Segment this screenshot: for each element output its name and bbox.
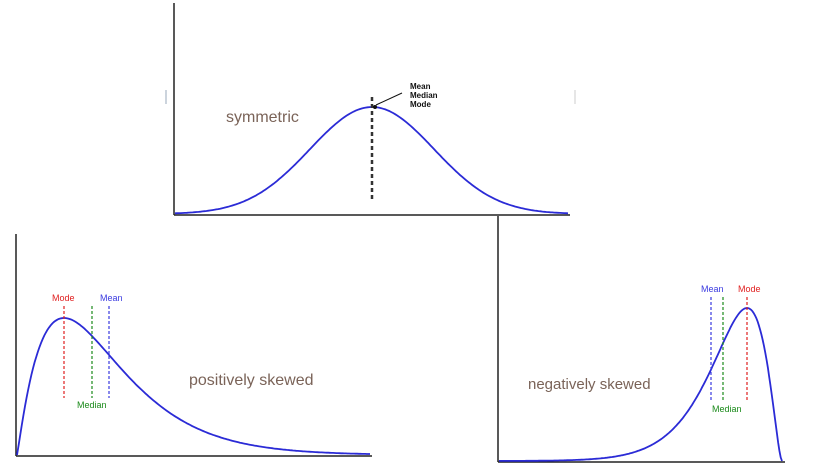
positive-title: positively skewed bbox=[189, 372, 314, 389]
positive-median-label: Median bbox=[77, 400, 107, 410]
symmetric-annotation-mode: Mode bbox=[410, 100, 431, 109]
negative-median-label: Median bbox=[712, 404, 742, 414]
positive-curve bbox=[16, 317, 370, 456]
symmetric-peak-dot bbox=[373, 105, 377, 109]
positive-mean-label: Mean bbox=[100, 293, 123, 303]
symmetric-annotation-median: Median bbox=[410, 91, 438, 100]
symmetric-title: symmetric bbox=[226, 109, 299, 126]
negative-panel: Mean Mode Median negatively skewed bbox=[497, 216, 785, 463]
positive-mode-label: Mode bbox=[52, 293, 75, 303]
symmetric-annotation-pointer bbox=[375, 92, 403, 106]
positive-panel: Mode Mean Median positively skewed bbox=[15, 234, 372, 457]
symmetric-annotation-mean: Mean bbox=[410, 82, 431, 91]
negative-title: negatively skewed bbox=[528, 376, 651, 393]
negative-curve bbox=[499, 307, 783, 462]
symmetric-panel: symmetric Mean Median Mode bbox=[165, 3, 576, 216]
negative-mode-label: Mode bbox=[738, 284, 761, 294]
negative-mean-label: Mean bbox=[701, 284, 724, 294]
